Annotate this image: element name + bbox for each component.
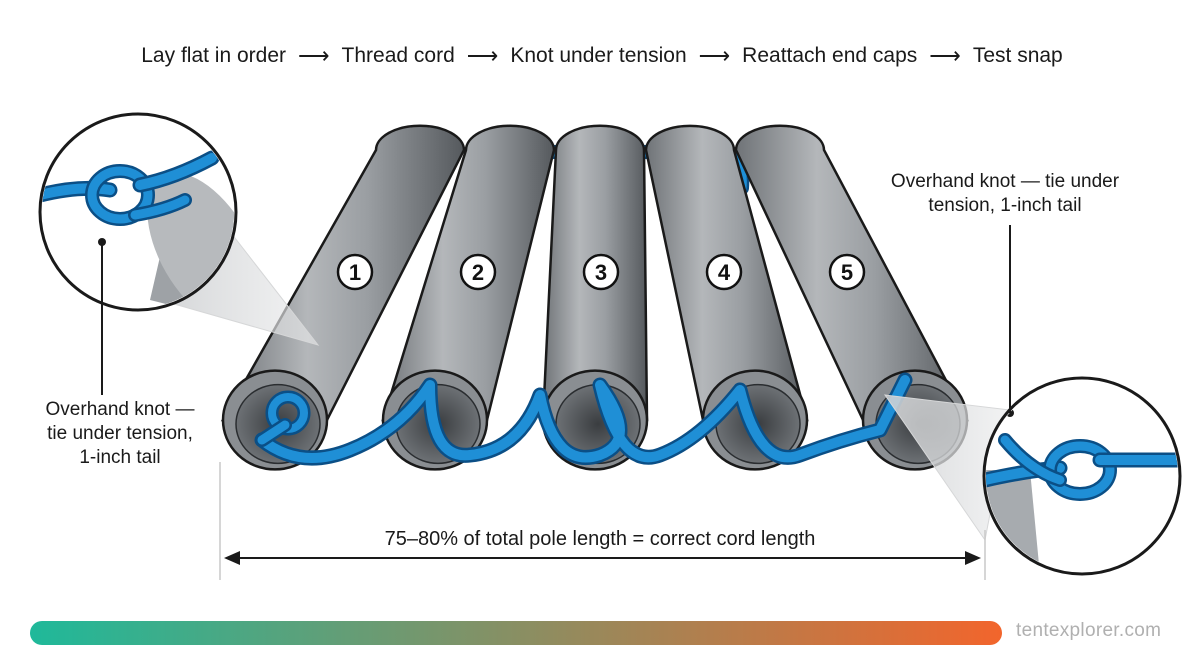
step-arrow-icon: ⟶	[298, 43, 330, 68]
pole-number-label: 2	[472, 260, 484, 285]
knot-detail-right	[982, 376, 1182, 576]
knot-detail-left	[38, 112, 238, 312]
callout-right-line-1: Overhand knot — tie under	[890, 171, 1120, 192]
callout-right: Overhand knot — tie under tension, 1-inc…	[870, 170, 1140, 218]
pole-number-label: 4	[718, 260, 731, 285]
dimension-line	[219, 462, 986, 580]
callout-left-line-3: 1-inch tail	[79, 447, 161, 468]
step-4: Reattach end caps	[742, 44, 918, 67]
step-arrow-icon: ⟶	[929, 43, 961, 68]
brand-url: tentexplorer.com	[1016, 620, 1162, 641]
step-arrow-icon: ⟶	[698, 43, 731, 68]
step-2: Thread cord	[341, 44, 455, 67]
dimension-label: 75–80% of total pole length = correct co…	[384, 528, 816, 550]
front-knot	[255, 390, 311, 447]
pole-number-badge	[336, 253, 374, 291]
pole-number-badge	[828, 253, 866, 291]
pole-number-label: 3	[595, 260, 607, 285]
pole-number-label: 1	[349, 260, 361, 285]
accent-gradient-bar	[30, 621, 1002, 645]
callout-left: Overhand knot — tie under tension, 1-inc…	[20, 398, 220, 470]
pole-number-label: 5	[841, 260, 853, 285]
step-3: Knot under tension	[510, 44, 687, 67]
callout-right-line-2: tension, 1-inch tail	[928, 195, 1082, 216]
process-steps: Lay flat in order ⟶ Thread cord ⟶ Knot under…	[0, 40, 1204, 72]
step-1: Lay flat in order	[141, 44, 286, 67]
callout-left-line-1: Overhand knot —	[45, 399, 195, 420]
pole-number-badge	[459, 253, 497, 291]
step-arrow-icon: ⟶	[466, 43, 499, 68]
pole-3: 3	[541, 124, 649, 471]
pole-number-badge	[705, 253, 743, 291]
step-5: Test snap	[972, 44, 1063, 67]
callout-left-line-2: tie under tension,	[47, 423, 193, 444]
pole-number-badge	[582, 253, 620, 291]
